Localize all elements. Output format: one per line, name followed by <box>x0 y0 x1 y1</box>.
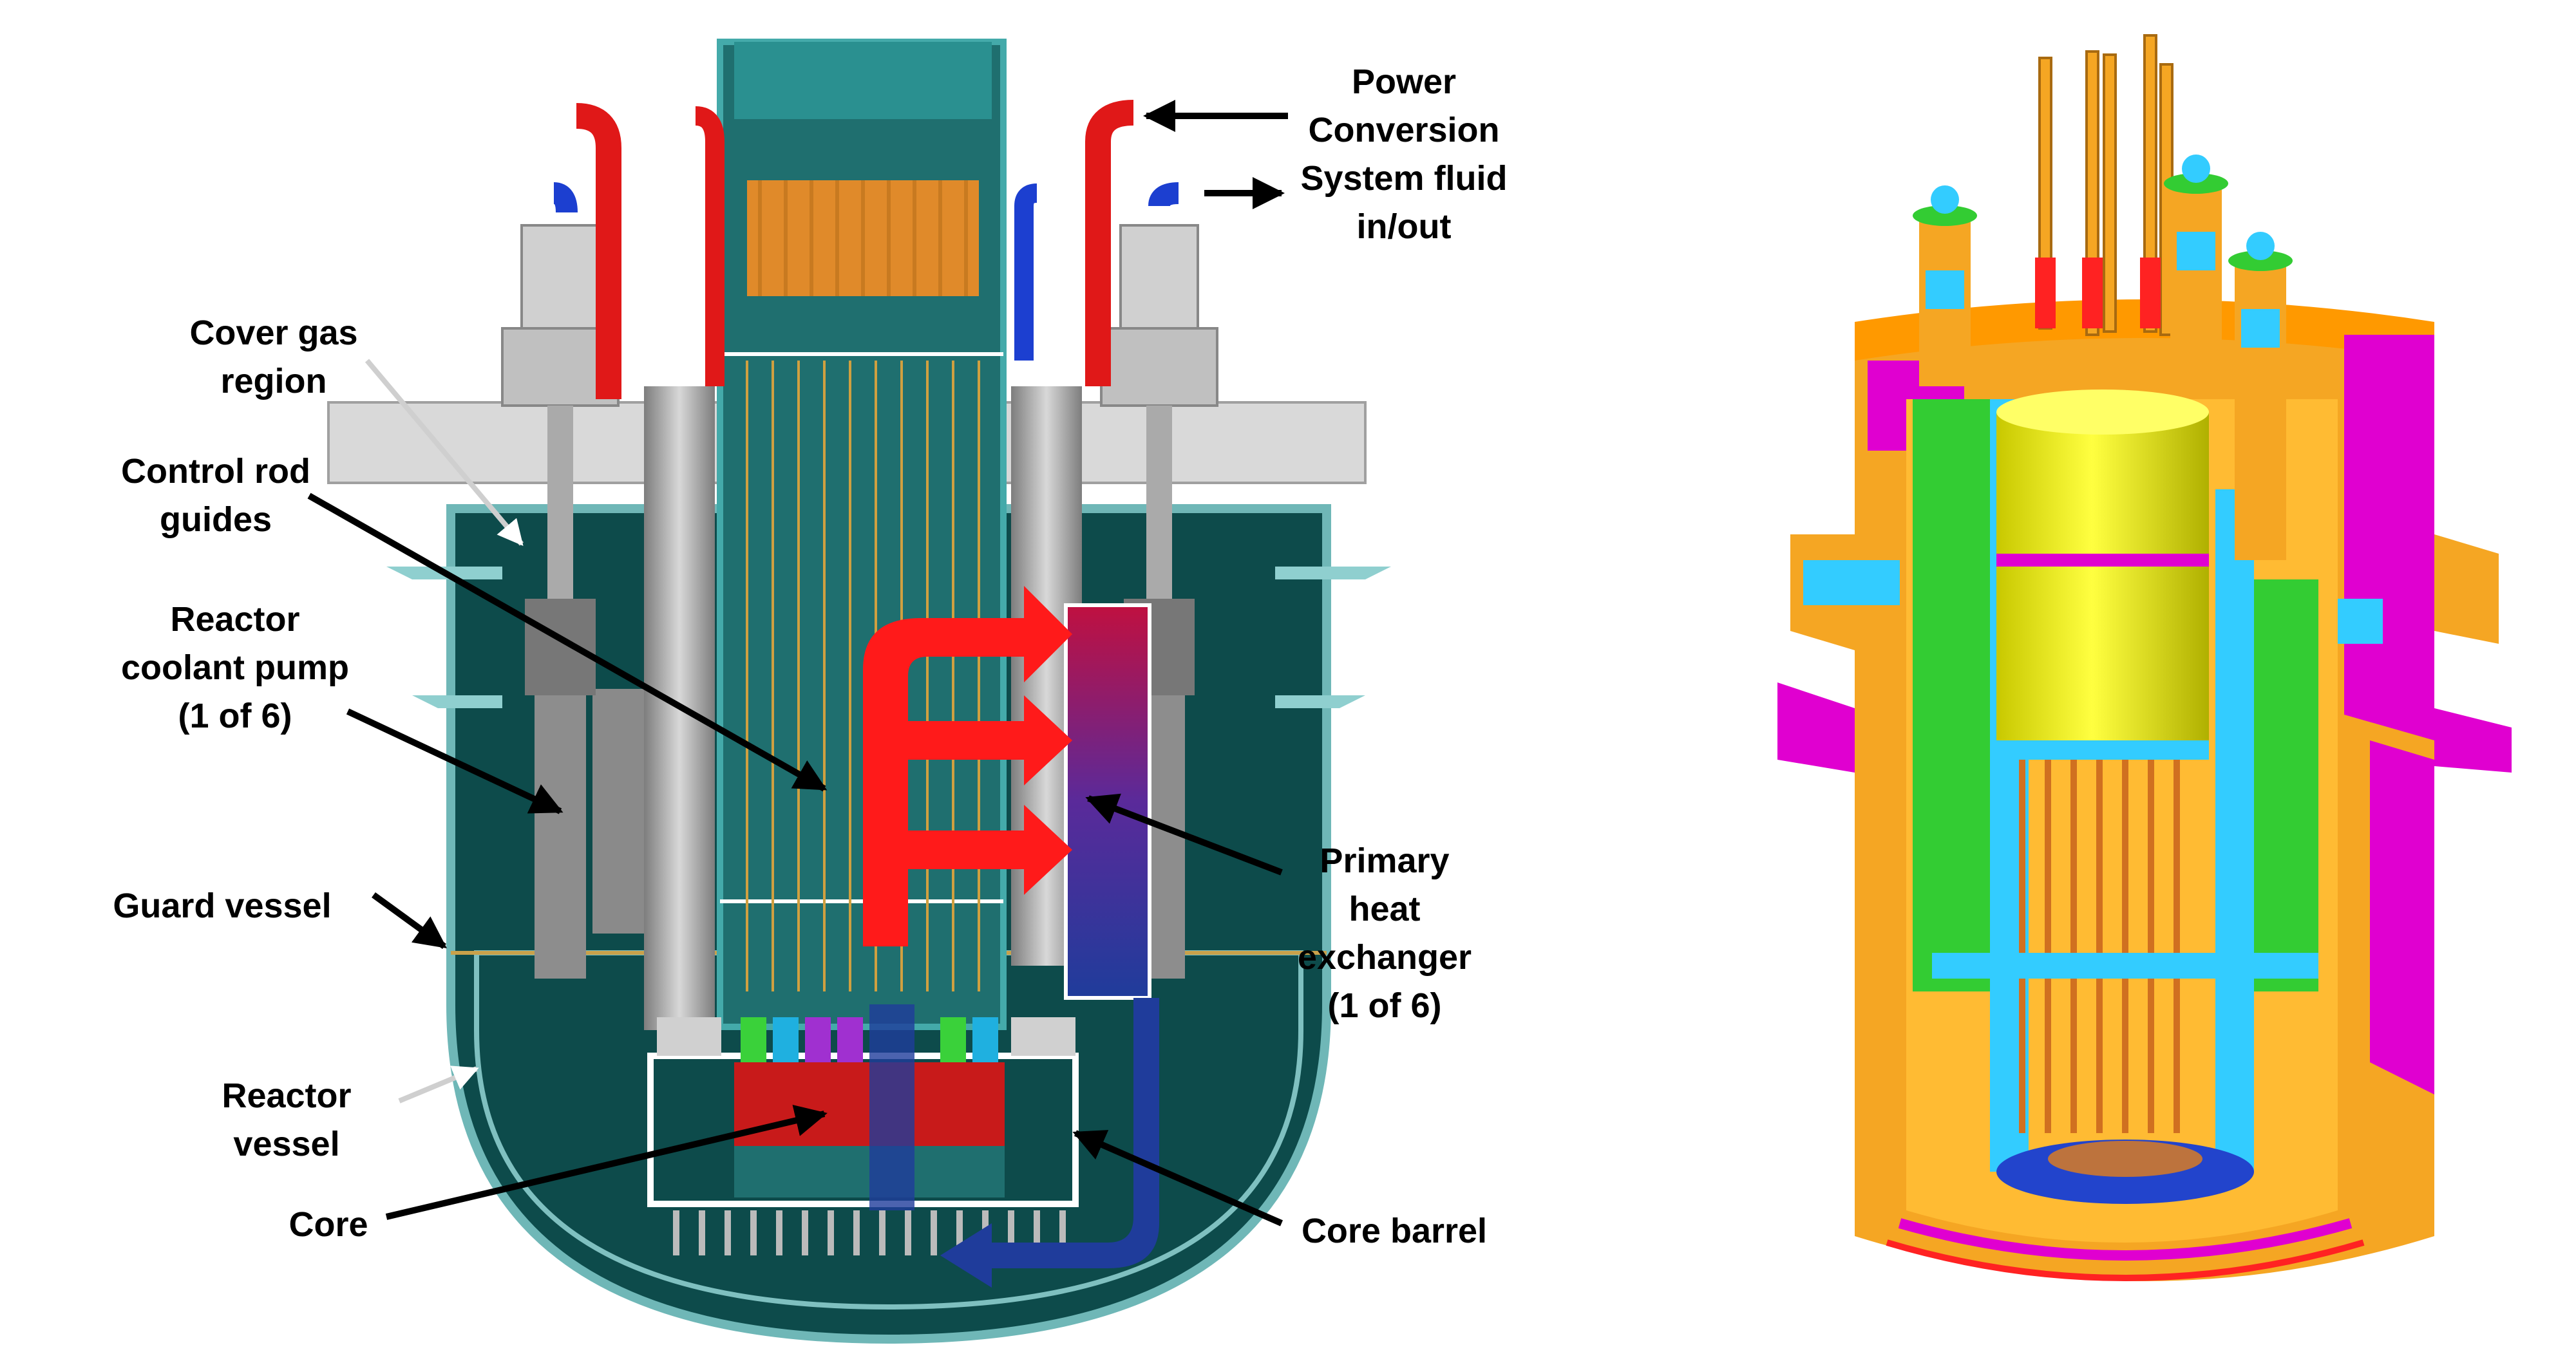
arrow-core <box>385 1104 828 1220</box>
arrow-cover-gas <box>365 359 524 547</box>
cutaway-inner-barrel <box>1996 412 2209 747</box>
label-line: Core barrel <box>1302 1212 1487 1250</box>
label-line: (1 of 6) <box>1327 986 1441 1025</box>
arrow-core-barrel <box>1072 1130 1283 1226</box>
label-line: Core <box>289 1205 368 1244</box>
label-line: in/out <box>1357 207 1452 246</box>
label-cover-gas: Cover gas region <box>189 314 357 400</box>
label-line: guides <box>160 500 272 539</box>
leader-arrows <box>307 100 1288 1226</box>
label-line: (1 of 6) <box>178 697 292 735</box>
label-line: exchanger <box>1298 938 1472 977</box>
arrow-heat-exchanger <box>1085 793 1283 876</box>
reactor-vessel-shape <box>474 950 1303 1310</box>
label-core: Core <box>289 1205 368 1244</box>
label-line: vessel <box>233 1125 339 1163</box>
leader-arrows-light <box>365 359 524 1103</box>
arrow-control-rod <box>307 493 828 792</box>
arrow-pump <box>346 708 564 814</box>
label-line: region <box>220 362 327 400</box>
label-line: coolant pump <box>121 648 349 687</box>
primary-heat-exchanger <box>1064 603 1151 1000</box>
label-heat-exchanger: Primary heat exchanger (1 of 6) <box>1298 841 1472 1025</box>
arrow-reactor-vessel <box>398 1066 479 1103</box>
reactor-cross-section <box>327 39 1391 1344</box>
label-line: Primary <box>1320 841 1449 880</box>
label-control-rod: Control rod guides <box>121 452 310 539</box>
hot-coolant-flow <box>863 586 1072 946</box>
reactor-3d-cutaway <box>1777 34 2512 1281</box>
label-line: Control rod <box>121 452 310 491</box>
label-line: System fluid <box>1300 159 1507 198</box>
label-core-barrel: Core barrel <box>1302 1212 1487 1250</box>
label-guard-vessel: Guard vessel <box>113 887 331 925</box>
label-reactor-vessel: Reactor vessel <box>222 1076 351 1163</box>
label-line: Cover gas <box>189 314 357 352</box>
label-line: Reactor <box>222 1076 351 1115</box>
label-pump: Reactor coolant pump (1 of 6) <box>121 600 349 735</box>
cold-coolant-flow <box>940 998 1159 1288</box>
label-power-conversion: Power Conversion System fluid in/out <box>1300 62 1507 246</box>
label-line: Guard vessel <box>113 887 331 925</box>
label-line: Reactor <box>170 600 299 639</box>
label-line: heat <box>1349 890 1420 928</box>
label-line: Power <box>1352 62 1456 101</box>
label-line: Conversion <box>1308 111 1499 149</box>
arrow-guard-vessel <box>372 892 448 950</box>
